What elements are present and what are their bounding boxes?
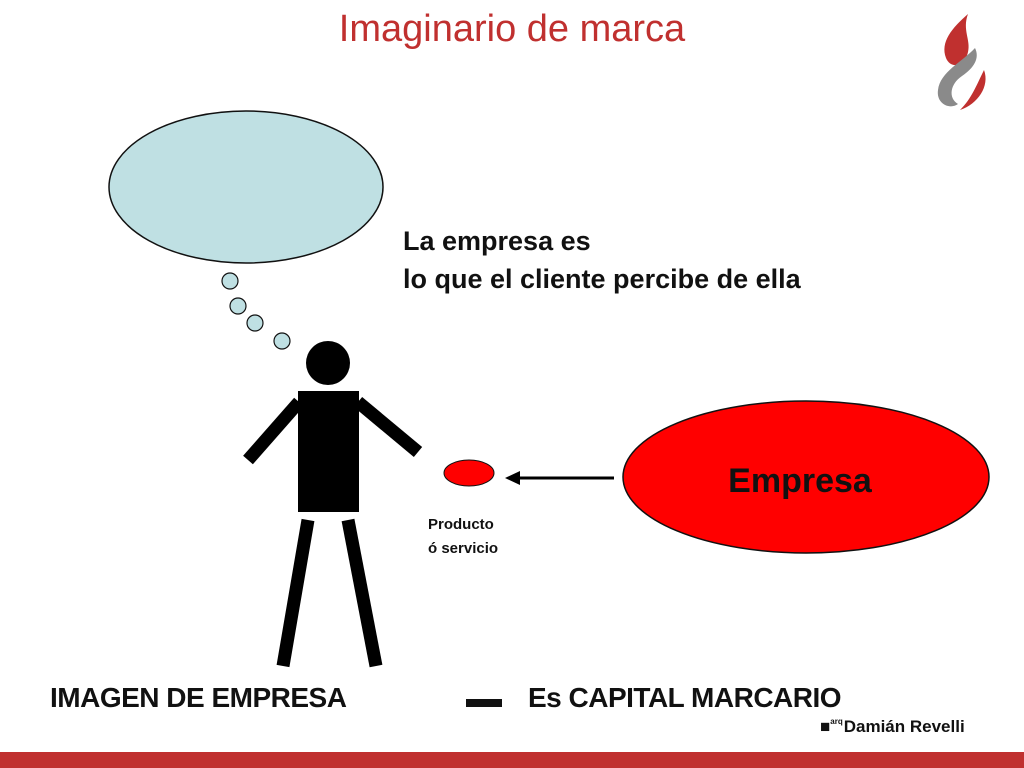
flame-logo-icon (937, 14, 986, 110)
brand-image-label: IMAGEN DE EMPRESA (50, 682, 347, 713)
footer-bar (0, 752, 1024, 768)
author-name: Damián Revelli (843, 717, 965, 736)
thought-bubble (108, 110, 384, 264)
arrow-left-icon (505, 471, 614, 485)
author-credit: ■arqDamián Revelli (820, 717, 965, 737)
person-figure (243, 341, 423, 668)
equals-dash (466, 699, 502, 707)
quote-line-1: La empresa es (403, 226, 591, 256)
company-ellipse (622, 400, 990, 554)
company-label: Empresa (728, 462, 872, 500)
thought-dot-2 (229, 297, 247, 315)
brand-capital-label: Es CAPITAL MARCARIO (528, 682, 842, 713)
product-line-1: Producto (428, 516, 494, 533)
thought-dot-3 (246, 314, 264, 332)
author-prefix: arq (830, 717, 843, 726)
thought-dot-4 (273, 332, 291, 350)
quote-text: La empresa es lo que el cliente percibe … (403, 222, 801, 298)
product-ellipse (443, 459, 495, 487)
slide-title: Imaginario de marca (338, 8, 686, 50)
product-line-2: ó servicio (428, 540, 499, 557)
product-label: Producto ó servicio (428, 513, 498, 561)
factory-mark-icon: ■ (820, 717, 831, 736)
thought-dot-1 (221, 272, 239, 290)
quote-line-2: lo que el cliente percibe de ella (403, 264, 801, 294)
